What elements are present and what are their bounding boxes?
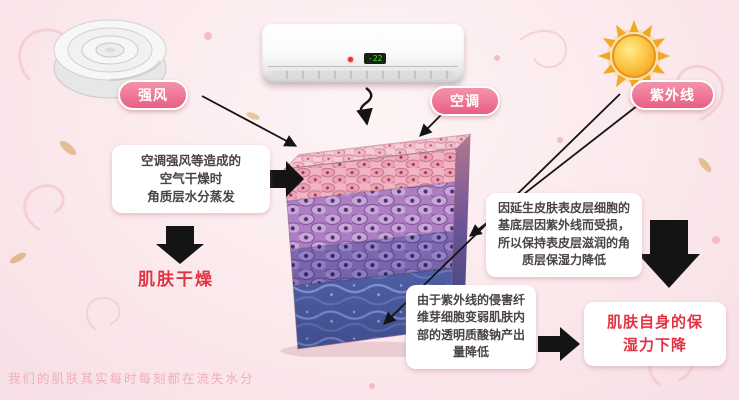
- note-fibroblast-line-4: 量降低: [452, 345, 489, 360]
- note-uv-damage-line-3: 所以保持表皮层滋润的角: [497, 235, 630, 250]
- ac-seam: [268, 66, 458, 67]
- note-dry-air-line-2: 空气干燥时: [159, 171, 223, 187]
- ac-vent-grille: [272, 71, 454, 79]
- ac-airflow-squiggle-arrow: [356, 87, 373, 126]
- air-conditioner-unit: -22: [262, 24, 464, 84]
- note-dry-air-line-3: 角质层水分蒸发: [147, 189, 235, 205]
- result-self-moisture: 肌肤自身的保 湿力下降: [584, 302, 726, 366]
- note-uv-damage-line-2: 基底层因紫外线而受损，: [497, 218, 630, 233]
- footer-caption: 我们的肌肤其实每时每刻都在流失水分: [8, 371, 255, 386]
- result-self-moisture-line-1: 肌肤自身的保: [606, 312, 703, 331]
- ac-temperature-display: -22: [364, 53, 387, 64]
- uv-label: 紫外线: [630, 80, 715, 110]
- note-fibroblast-line-3: 部的透明质酸钠产出: [416, 327, 525, 342]
- sun-icon: [598, 20, 670, 92]
- result-self-moisture-line-2: 湿力下降: [622, 336, 687, 354]
- result-skin-dry: 肌肤干燥: [138, 270, 214, 290]
- note-uv-damage-line-4: 质层保湿力降低: [521, 253, 606, 268]
- ac-label: 空调: [430, 86, 500, 116]
- note-fibroblast-line-2: 维芽细胞变弱肌肤内: [416, 310, 525, 325]
- note-fibroblast: 由于紫外线的侵害纤 维芽细胞变弱肌肤内 部的透明质酸钠产出 量降低: [406, 285, 536, 369]
- dry-down-arrow: [156, 226, 204, 264]
- note-fibroblast-line-1: 由于紫外线的侵害纤: [416, 293, 525, 307]
- note-uv-damage: 因延生皮肤表皮层细胞的 基底层因紫外线而受损， 所以保持表皮层滋润的角 质层保湿…: [486, 193, 642, 277]
- note-dry-air: 空调强风等造成的 空气干燥时 角质层水分蒸发: [112, 145, 270, 214]
- uv-result-down-arrow: [638, 220, 700, 288]
- note-dry-air-line-1: 空调强风等造成的: [140, 153, 241, 168]
- wind-label: 强风: [118, 80, 188, 110]
- ac-power-led: [348, 57, 353, 62]
- fibroblast-result-arrow: [538, 327, 580, 361]
- note-uv-damage-line-1: 因延生皮肤表皮层细胞的: [497, 201, 630, 215]
- wind-roll-illustration: [53, 19, 167, 99]
